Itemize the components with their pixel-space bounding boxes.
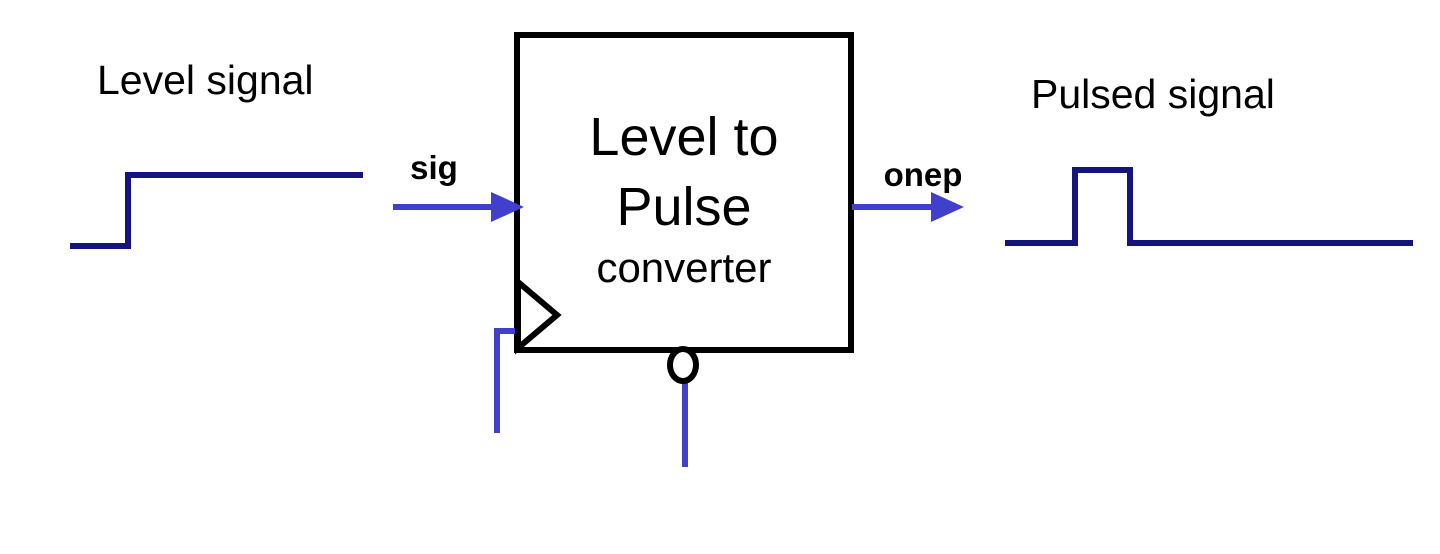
clock-wire	[494, 328, 516, 433]
sig-port-label: sig	[410, 149, 458, 186]
converter-block: Level to Pulse converter	[514, 32, 854, 353]
pulsed-signal-caption: Pulsed signal	[1031, 71, 1275, 117]
onep-port-label: onep	[883, 156, 963, 193]
level-waveform	[70, 172, 363, 249]
onep-arrowhead-icon	[931, 192, 964, 222]
block-title-line1: Level to	[589, 106, 779, 167]
block-title-line2: Pulse	[616, 176, 752, 237]
pulsed-waveform	[1005, 167, 1413, 246]
inversion-bubble-icon	[667, 346, 699, 384]
block-subtitle: converter	[596, 243, 772, 291]
clock-edge-triangle-icon	[515, 275, 562, 355]
sig-arrowhead-icon	[491, 192, 524, 222]
level-signal-caption: Level signal	[97, 57, 314, 103]
